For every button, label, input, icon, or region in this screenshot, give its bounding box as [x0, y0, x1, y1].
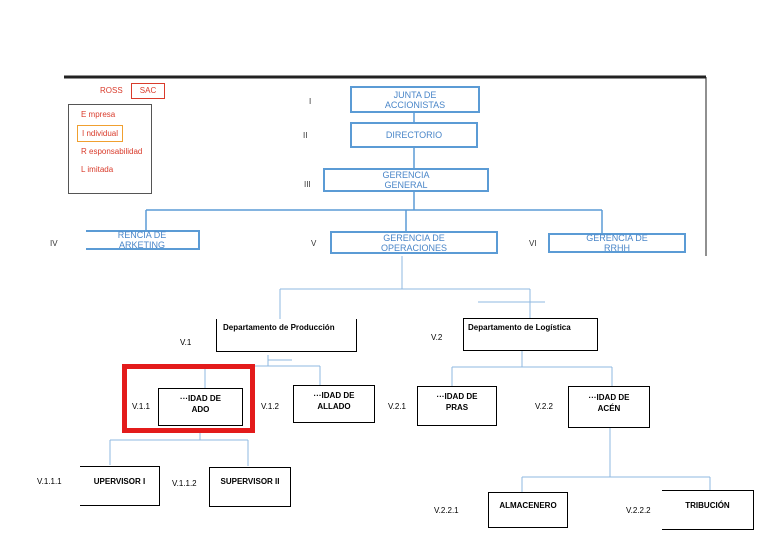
supervisor-1-box: UPERVISOR I — [80, 466, 160, 506]
code-v11: V.1.1 — [132, 402, 150, 411]
roman-vi: VI — [529, 239, 537, 248]
code-v111: V.1.1.1 — [37, 477, 62, 486]
roman-iv: IV — [50, 239, 58, 248]
almacenero-box: ALMACENERO — [488, 492, 568, 528]
supervisor-2-box: SUPERVISOR II — [209, 467, 291, 507]
unidad-compras-label-2: PRAS — [445, 403, 469, 412]
roman-iii: III — [304, 180, 311, 189]
departamento-logistica-label: Departamento de Logística — [468, 323, 571, 332]
unidad-acabado-label-1: ···IDAD DE — [180, 394, 221, 403]
highlight-frame — [122, 364, 255, 433]
legend-box: E mpresa I ndividual R esponsabilidad L … — [68, 104, 152, 194]
gerencia-rrhh-box: GERENCIA DE RRHH — [548, 233, 686, 253]
code-v1: V.1 — [180, 338, 192, 347]
supervisor-2-label: SUPERVISOR II — [220, 477, 280, 486]
legend-item: L imitada — [81, 165, 114, 174]
code-v221: V.2.2.1 — [434, 506, 459, 515]
directorio-box: DIRECTORIO — [350, 122, 478, 148]
gerencia-general-box: GERENCIA GENERAL — [323, 168, 489, 192]
roman-ii: II — [303, 131, 308, 140]
unidad-tallado-label-1: ···IDAD DE — [313, 391, 355, 400]
company-type-box: SAC — [131, 83, 165, 99]
unidad-almacen-label-1: ···IDAD DE — [588, 393, 630, 402]
unidad-compras-label-1: ···IDAD DE — [436, 392, 478, 401]
unidad-acabado-box: ···IDAD DE ADO — [158, 388, 243, 426]
code-v21: V.2.1 — [388, 402, 406, 411]
supervisor-1-label: UPERVISOR I — [93, 477, 146, 486]
unidad-compras-box: ···IDAD DE PRAS — [417, 386, 497, 426]
junta-accionistas-box: JUNTA DE ACCIONISTAS — [350, 86, 480, 113]
departamento-produccion-box: Departamento de Producción — [216, 319, 357, 352]
distribucion-box: TRIBUCIÓN — [662, 490, 754, 530]
code-v2: V.2 — [431, 333, 443, 342]
code-v12: V.1.2 — [261, 402, 279, 411]
legend-item: I ndividual — [77, 125, 124, 142]
gerencia-operaciones-box: GERENCIA DE OPERACIONES — [330, 231, 498, 254]
legend-item: R esponsabilidad — [81, 147, 143, 156]
company-name: ROSS — [100, 86, 123, 95]
unidad-tallado-box: ···IDAD DE ALLADO — [293, 385, 375, 423]
roman-v: V — [311, 239, 317, 248]
gerencia-marketing-box: RENCIA DE ARKETING — [86, 230, 200, 250]
unidad-tallado-label-2: ALLADO — [317, 402, 351, 411]
departamento-produccion-label: Departamento de Producción — [223, 323, 335, 332]
distribucion-label: TRIBUCIÓN — [685, 501, 730, 510]
code-v222: V.2.2.2 — [626, 506, 651, 515]
unidad-almacen-box: ···IDAD DE ACÉN — [568, 386, 650, 428]
roman-i: I — [309, 97, 312, 106]
almacenero-label: ALMACENERO — [499, 501, 557, 510]
legend-item: E mpresa — [81, 110, 116, 119]
unidad-acabado-label-2: ADO — [191, 405, 210, 414]
code-v112: V.1.1.2 — [172, 479, 197, 488]
code-v22: V.2.2 — [535, 402, 553, 411]
unidad-almacen-label-2: ACÉN — [597, 404, 621, 413]
departamento-logistica-box: Departamento de Logística — [463, 318, 598, 351]
